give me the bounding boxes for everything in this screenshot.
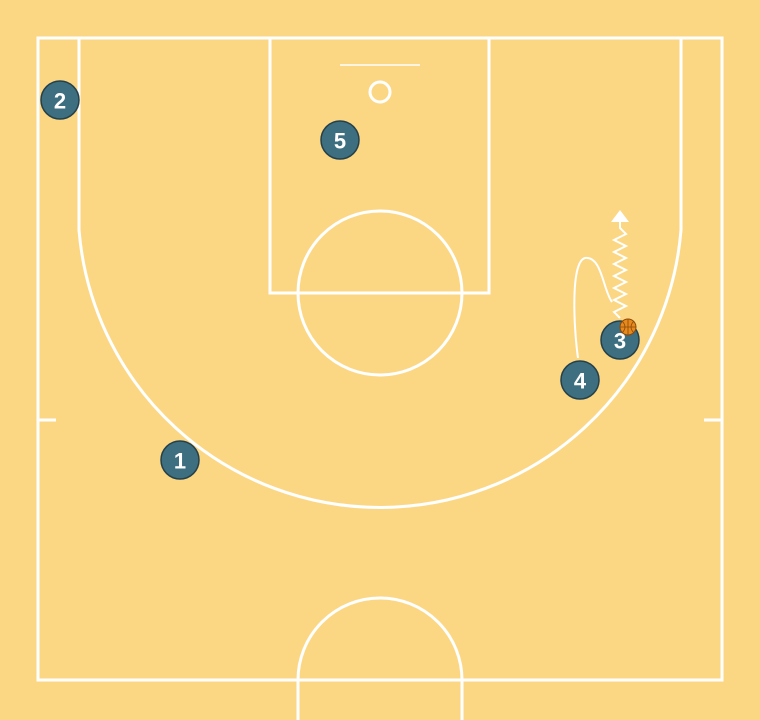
- player-1-label: 1: [174, 449, 186, 474]
- basket-rim: [368, 80, 392, 104]
- player-4-label: 4: [574, 369, 587, 394]
- three-point-line: [77, 38, 683, 509]
- player-1: 1: [160, 440, 200, 480]
- dribble-arrowhead: [611, 210, 629, 222]
- paint-area: [268, 36, 491, 295]
- player-5-label: 5: [334, 129, 346, 154]
- player-2: 2: [40, 80, 80, 120]
- screen-path: [573, 257, 613, 359]
- basketball-icon: [619, 318, 637, 336]
- center-circle: [296, 596, 464, 720]
- player-4: 4: [560, 360, 600, 400]
- player-3-label: 3: [614, 329, 626, 354]
- dribble-path: [611, 222, 629, 319]
- player-5: 5: [320, 120, 360, 160]
- free-throw-circle: [296, 209, 464, 377]
- player-2-label: 2: [54, 89, 66, 114]
